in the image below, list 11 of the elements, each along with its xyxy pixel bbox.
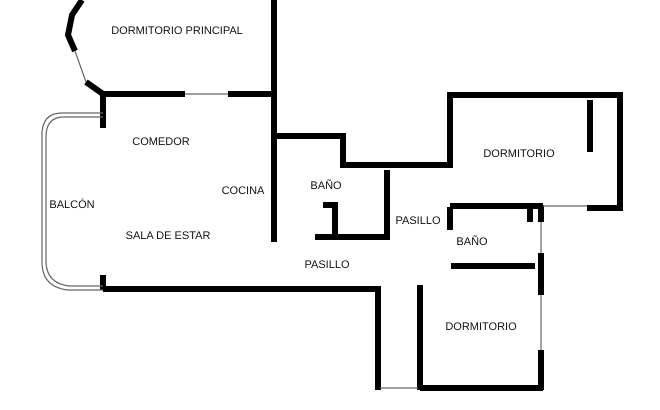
room-label: BALCÓN [49, 199, 95, 211]
room-label: PASILLO [304, 259, 350, 271]
room-label: COCINA [222, 185, 264, 197]
room-label: DORMITORIO [445, 321, 517, 333]
room-label: DORMITORIO PRINCIPAL [111, 25, 243, 37]
room-label: BAÑO [456, 236, 488, 248]
room-label: COMEDOR [132, 136, 190, 148]
room-label: PASILLO [395, 215, 441, 227]
room-label: SALA DE ESTAR [126, 230, 210, 242]
room-label: BAÑO [310, 180, 342, 192]
room-label: DORMITORIO [483, 148, 555, 160]
